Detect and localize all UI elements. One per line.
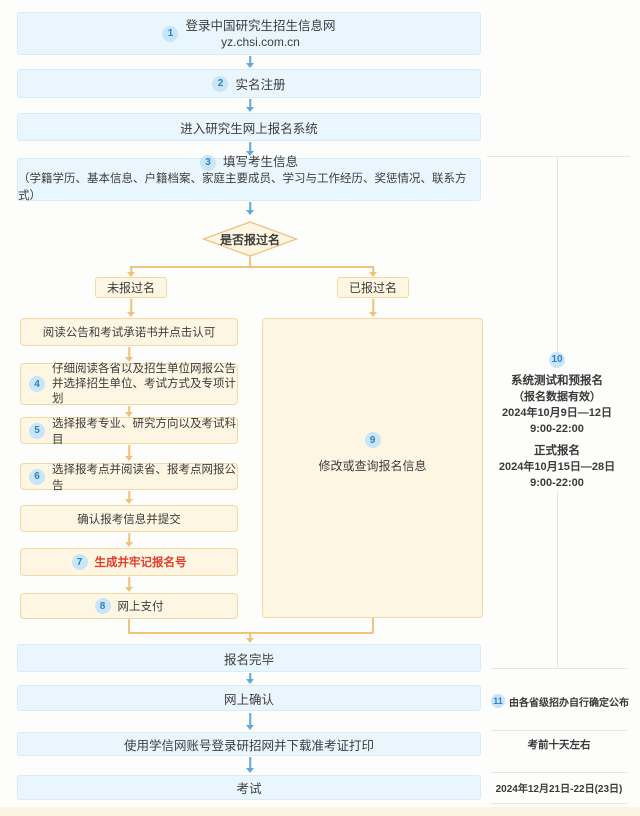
- pre-registration-date: 2024年10月9日—12日: [501, 407, 613, 419]
- step-5-badge: 5: [29, 422, 45, 439]
- step-6-badge: 6: [29, 468, 45, 485]
- step-1-badge: 1: [162, 25, 179, 42]
- formal-registration-date: 2024年10月15日—28日: [498, 461, 616, 473]
- step-5-label: 选择报考专业、研究方向以及考试科目: [52, 417, 236, 446]
- step-register-box: 2 实名注册: [17, 69, 481, 98]
- step-9-badge: 9: [364, 432, 381, 448]
- connector-line: [372, 618, 374, 633]
- decision-diamond: 是否报过名: [201, 221, 299, 257]
- step-4-line2: 并选择招生单位、考试方式及专项计划: [52, 377, 236, 405]
- step-5-box: 5 选择报考专业、研究方向以及考试科目: [20, 417, 238, 446]
- step-8-label: 网上支付: [117, 601, 164, 613]
- arrow-down-icon: [368, 299, 378, 317]
- step-login-url: yz.chsi.com.cn: [221, 34, 300, 49]
- arrow-down-icon: [124, 577, 134, 592]
- step-4-badge: 4: [29, 376, 45, 392]
- branch-not-registered-label: 未报过名: [106, 281, 155, 295]
- arrow-down-icon: [124, 491, 134, 504]
- formal-registration-title: 正式报名: [534, 445, 580, 457]
- branch-registered-box: 已报过名: [337, 277, 409, 298]
- step-8-badge: 8: [94, 598, 111, 614]
- panel-divider: [487, 156, 630, 157]
- branch-registered-label: 已报过名: [348, 281, 397, 295]
- step-3-badge: 3: [199, 154, 216, 171]
- step-confirm-submit-box: 确认报考信息并提交: [20, 505, 238, 532]
- arrow-down-icon: [245, 713, 255, 730]
- arrow-down-icon: [245, 757, 255, 773]
- exam-date-note: 2024年12月21日-22日(23日): [483, 779, 635, 795]
- arrow-down-icon: [245, 202, 255, 215]
- panel-divider: [491, 772, 627, 773]
- step-exam-box: 考试: [17, 775, 481, 800]
- connector-line: [130, 266, 374, 268]
- arrow-down-icon: [245, 99, 255, 112]
- decision-label: 是否报过名: [219, 232, 280, 247]
- note-10-badge: 10: [549, 352, 565, 368]
- panel-divider: [491, 668, 627, 669]
- step-exam-label: 考试: [236, 782, 262, 796]
- step-fill-info-detail: （学籍学历、基本信息、户籍档案、家庭主要成员、学习与工作经历、奖惩情况、联系方式…: [18, 173, 467, 202]
- formal-registration-time: 9:00-22:00: [530, 477, 584, 489]
- panel-divider: [491, 803, 627, 804]
- arrow-down-icon: [245, 633, 255, 643]
- arrow-down-icon: [245, 673, 255, 684]
- step-fill-info-label: 填写考生信息: [222, 155, 298, 169]
- pre-registration-time: 9:00-22:00: [530, 423, 584, 435]
- pre-registration-note: （报名数据有效）: [513, 391, 601, 403]
- arrow-down-icon: [126, 267, 136, 277]
- step-print-ticket-label: 使用学信网账号登录研招网并下载准考证打印: [123, 738, 374, 753]
- step-2-badge: 2: [212, 75, 229, 92]
- arrow-down-icon: [368, 267, 378, 277]
- pre-registration-title: 系统测试和预报名: [511, 375, 603, 387]
- step-online-confirm-label: 网上确认: [223, 692, 274, 707]
- step-online-confirm-box: 网上确认: [17, 685, 481, 711]
- step-enter-system-box: 进入研究生网上报名系统: [17, 113, 481, 141]
- print-timing-note: 考前十天左右: [489, 736, 629, 752]
- arrow-down-icon: [124, 533, 134, 547]
- step-register-label: 实名注册: [235, 78, 286, 92]
- step-9-label: 修改或查询报名信息: [318, 459, 427, 473]
- step-7-box: 7 生成并牢记报名号: [20, 548, 238, 576]
- step-print-ticket-box: 使用学信网账号登录研招网并下载准考证打印: [17, 732, 481, 756]
- note-11-badge: 11: [491, 694, 505, 708]
- arrow-down-icon: [124, 445, 134, 461]
- registration-period-note: 10 系统测试和预报名 （报名数据有效） 2024年10月9日—12日 9:00…: [487, 352, 627, 491]
- step-done-label: 报名完毕: [223, 652, 274, 667]
- exam-date-label: 2024年12月21日-22日(23日): [495, 783, 623, 795]
- step-confirm-submit-label: 确认报考信息并提交: [77, 513, 181, 526]
- step-4-line1: 仔细阅读各省以及招生单位网报公告: [52, 362, 236, 375]
- step-7-badge: 7: [71, 554, 88, 570]
- step-done-box: 报名完毕: [17, 644, 481, 672]
- online-confirm-note-label: 由各省级招办自行确定公布: [509, 697, 629, 709]
- arrow-down-icon: [124, 347, 134, 362]
- step-7-label: 生成并牢记报名号: [94, 557, 187, 569]
- step-9-box: 9 修改或查询报名信息: [262, 318, 483, 618]
- print-timing-label: 考前十天左右: [527, 738, 591, 751]
- branch-not-registered-box: 未报过名: [95, 277, 167, 298]
- step-fill-info-box: 3 填写考生信息 （学籍学历、基本信息、户籍档案、家庭主要成员、学习与工作经历、…: [17, 154, 481, 202]
- step-4-box: 4 仔细阅读各省以及招生单位网报公告 并选择招生单位、考试方式及专项计划: [20, 363, 238, 405]
- diamond-shape-icon: [201, 221, 299, 257]
- connector-line: [249, 257, 251, 267]
- step-6-box: 6 选择报考点并阅读省、报考点网报公告: [20, 463, 238, 492]
- panel-divider: [491, 730, 627, 731]
- step-6-label: 选择报考点并阅读省、报考点网报公告: [52, 463, 236, 492]
- connector-line: [128, 619, 130, 633]
- arrow-down-icon: [245, 56, 255, 68]
- bottom-accent-strip: [0, 807, 640, 816]
- online-confirm-note: 11 由各省级招办自行确定公布: [485, 690, 635, 712]
- step-login-title: 登录中国研究生招生信息网: [185, 18, 336, 33]
- step-enter-system-label: 进入研究生网上报名系统: [180, 121, 318, 136]
- arrow-down-icon: [126, 299, 136, 317]
- step-login-box: 1 登录中国研究生招生信息网 yz.chsi.com.cn: [17, 12, 481, 55]
- step-8-box: 8 网上支付: [20, 593, 238, 619]
- step-read-notice-label: 阅读公告和考试承诺书并点击认可: [42, 327, 216, 339]
- step-read-notice-box: 阅读公告和考试承诺书并点击认可: [20, 318, 238, 346]
